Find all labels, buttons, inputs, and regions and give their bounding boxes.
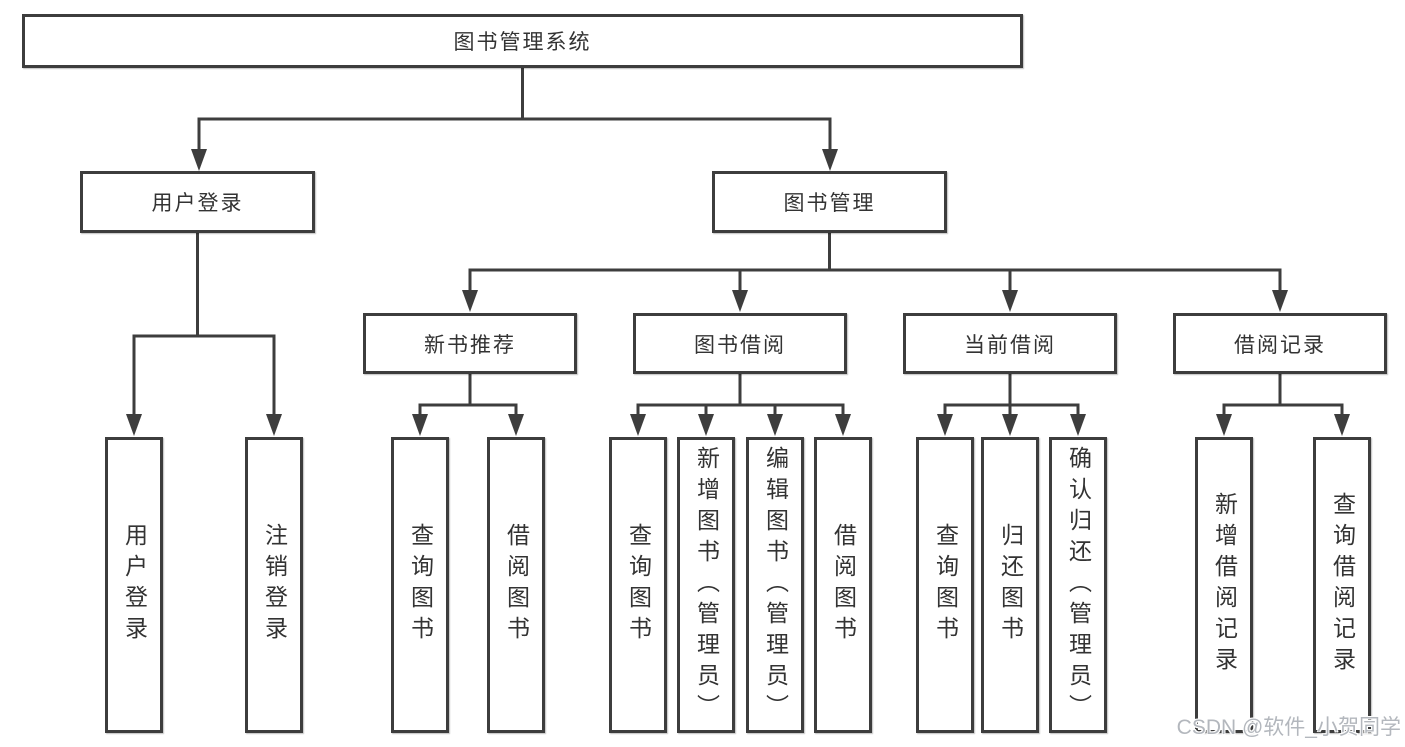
arrowhead: [937, 414, 953, 436]
connector-borrow-records: [1222, 374, 1344, 415]
arrowhead: [767, 414, 783, 436]
arrowhead: [732, 290, 748, 312]
leaf-user-login: 用户登录: [105, 437, 163, 733]
leaf-confirm-return-admin-label: 确认归还（管理员）: [1065, 445, 1092, 725]
arrowhead: [698, 414, 714, 436]
arrowhead: [191, 149, 207, 171]
leaf-borrow-books-recommend-label: 借阅图书: [503, 523, 530, 647]
arrowhead: [1070, 414, 1086, 436]
leaf-query-books-borrow-label: 查询图书: [625, 523, 652, 647]
arrowhead: [1216, 414, 1232, 436]
connector-book-borrow: [636, 374, 845, 415]
leaf-query-books-recommend: 查询图书: [391, 437, 449, 733]
node-book-management: 图书管理: [712, 171, 947, 233]
leaf-borrow-books-label: 借阅图书: [830, 523, 857, 647]
arrowhead: [1272, 290, 1288, 312]
arrowhead: [835, 414, 851, 436]
node-book-borrow: 图书借阅: [633, 313, 847, 374]
leaf-borrow-books-recommend: 借阅图书: [487, 437, 545, 733]
node-user-login-label: 用户登录: [151, 192, 244, 215]
leaf-edit-books-admin: 编辑图书（管理员）: [746, 437, 804, 733]
leaf-borrow-books: 借阅图书: [814, 437, 872, 733]
node-user-login: 用户登录: [80, 171, 315, 233]
arrowhead: [126, 414, 142, 436]
node-current-borrow: 当前借阅: [903, 313, 1117, 374]
leaf-query-books-current-label: 查询图书: [932, 523, 959, 647]
node-current-borrow-label: 当前借阅: [964, 333, 1056, 357]
leaf-add-borrow-record: 新增借阅记录: [1195, 437, 1253, 733]
arrowhead: [508, 414, 524, 436]
node-new-book-recommend: 新书推荐: [363, 313, 577, 374]
leaf-add-books-admin-label: 新增图书（管理员）: [693, 445, 720, 725]
leaf-add-books-admin: 新增图书（管理员）: [677, 437, 735, 733]
leaf-user-login-label: 用户登录: [121, 523, 148, 647]
leaf-return-books-label: 归还图书: [997, 523, 1024, 647]
arrowhead: [1002, 290, 1018, 312]
connector-current-borrow: [943, 374, 1080, 415]
node-borrow-records-label: 借阅记录: [1234, 333, 1326, 357]
node-root-label: 图书管理系统: [453, 31, 592, 54]
leaf-logout-label: 注销登录: [261, 523, 288, 647]
leaf-return-books: 归还图书: [981, 437, 1039, 733]
node-borrow-records: 借阅记录: [1173, 313, 1387, 374]
leaf-query-books-current: 查询图书: [916, 437, 974, 733]
leaf-edit-books-admin-label: 编辑图书（管理员）: [762, 445, 789, 725]
arrowhead: [412, 414, 428, 436]
connector-root-to-level2: [197, 66, 832, 150]
leaf-confirm-return-admin: 确认归还（管理员）: [1049, 437, 1107, 733]
node-new-book-recommend-label: 新书推荐: [424, 333, 516, 357]
leaf-query-books-borrow: 查询图书: [609, 437, 667, 733]
arrowhead: [462, 290, 478, 312]
node-book-management-label: 图书管理: [783, 192, 876, 215]
leaf-query-borrow-record: 查询借阅记录: [1313, 437, 1371, 733]
leaf-query-borrow-record-label: 查询借阅记录: [1329, 492, 1356, 678]
connector-user-login: [132, 233, 276, 415]
node-book-borrow-label: 图书借阅: [694, 333, 786, 357]
leaf-logout: 注销登录: [245, 437, 303, 733]
leaf-query-books-recommend-label: 查询图书: [407, 523, 434, 647]
leaf-add-borrow-record-label: 新增借阅记录: [1211, 492, 1238, 678]
arrowhead: [1002, 414, 1018, 436]
arrowhead: [822, 149, 838, 171]
arrowhead: [1334, 414, 1350, 436]
arrowhead: [266, 414, 282, 436]
connector-book-management: [468, 233, 1282, 291]
node-root: 图书管理系统: [22, 14, 1023, 68]
connector-new-book-recommend: [418, 374, 518, 415]
csdn-watermark: CSDN @软件_小贺同学: [1176, 716, 1401, 739]
arrowhead: [630, 414, 646, 436]
